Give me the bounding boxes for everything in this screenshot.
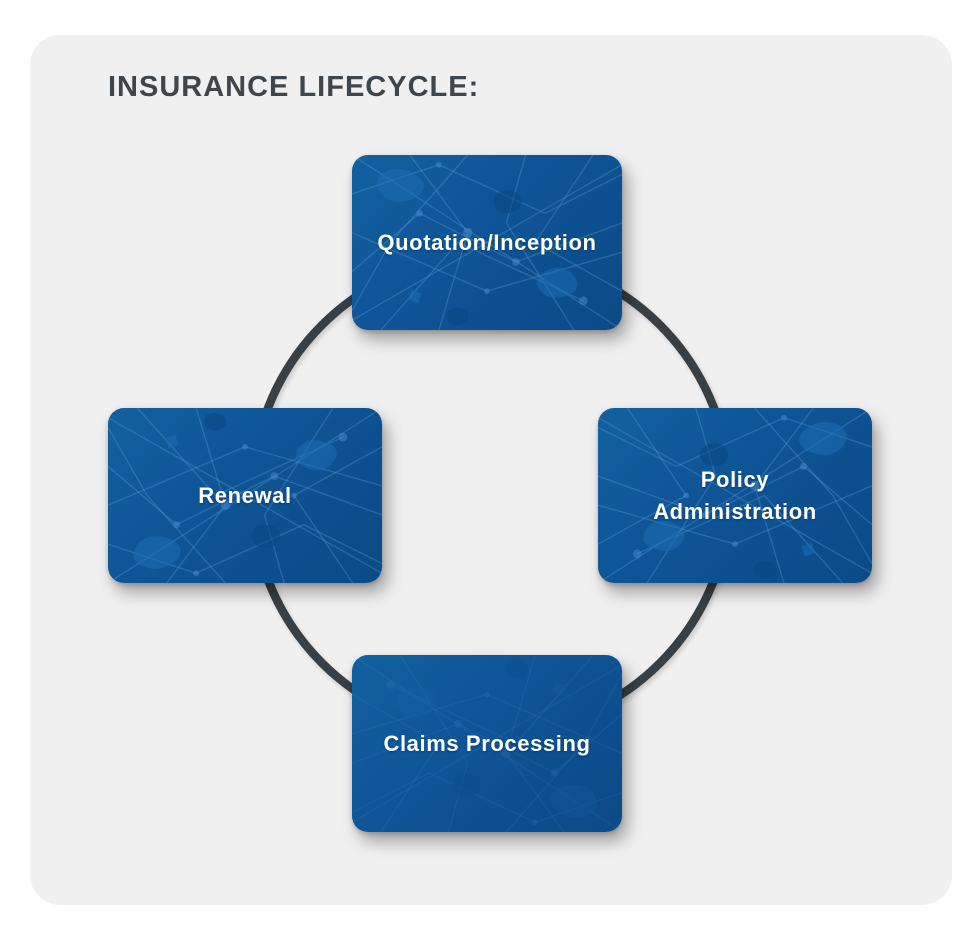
node-label: Claims Processing [383, 730, 591, 756]
node-label: Renewal [198, 482, 292, 508]
node-quotation-inception: Quotation/Inception [352, 155, 622, 330]
node-policy-administration: Policy Administration [598, 408, 872, 583]
node-label: Quotation/Inception [377, 229, 597, 255]
node-claims-processing: Claims Processing [352, 655, 622, 832]
page-title: INSURANCE LIFECYCLE: [108, 71, 480, 103]
node-label: Policy Administration [653, 466, 817, 524]
node-renewal: Renewal [108, 408, 382, 583]
diagram-card: INSURANCE LIFECYCLE: Quotation/Inception… [30, 35, 952, 905]
